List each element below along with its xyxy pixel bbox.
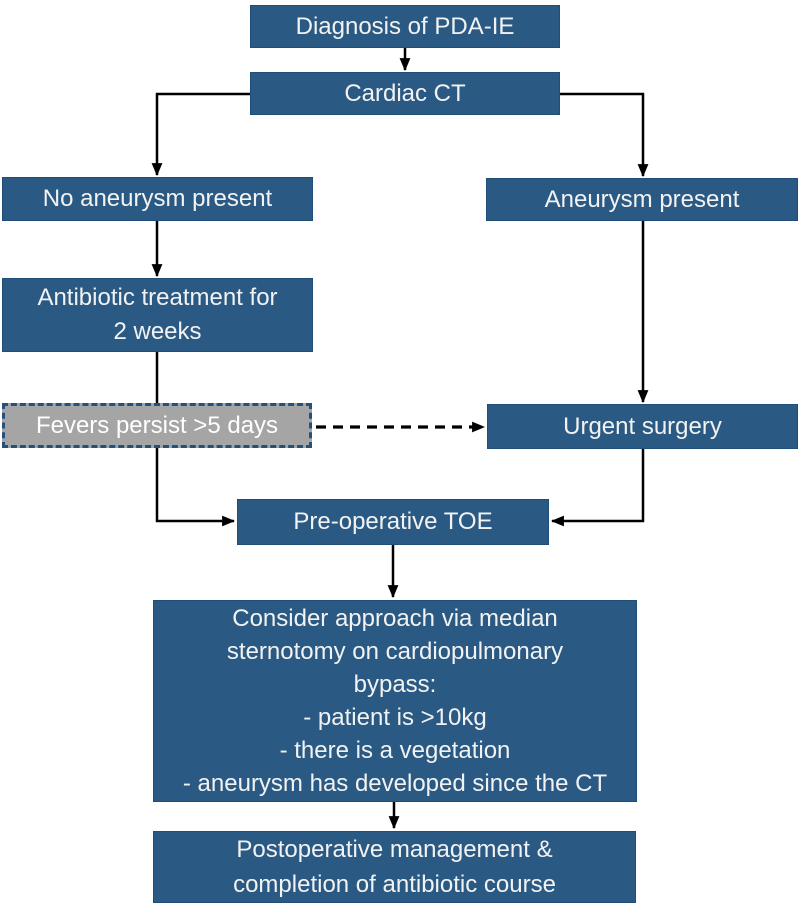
node-consider-line-2: sternotomy on cardiopulmonary — [226, 638, 564, 665]
node-postop-line-1: Postoperative management & — [236, 836, 553, 863]
node-no-aneurysm-present: No aneurysm present — [2, 177, 313, 221]
node-consider-approach: Consider approach via median sternotomy … — [153, 600, 637, 802]
node-urgent-surgery: Urgent surgery — [487, 404, 798, 449]
node-postop-line-2: completion of antibiotic course — [233, 871, 556, 898]
node-cardiac-ct: Cardiac CT — [250, 72, 560, 115]
node-consider-line-3: bypass: — [353, 671, 437, 698]
node-consider-line-5: - there is a vegetation — [279, 737, 511, 764]
node-diagnosis-label: Diagnosis of PDA-IE — [295, 12, 515, 40]
node-diagnosis: Diagnosis of PDA-IE — [250, 5, 560, 48]
node-fevers-persist: Fevers persist >5 days — [2, 403, 312, 448]
node-consider-line-1: Consider approach via median — [232, 605, 558, 632]
node-preop-toe-label: Pre-operative TOE — [293, 508, 493, 536]
node-antibiotics-line-1: Antibiotic treatment for — [37, 284, 278, 311]
node-postoperative-management: Postoperative management & completion of… — [153, 831, 636, 903]
node-pre-operative-toe: Pre-operative TOE — [237, 499, 549, 545]
node-antibiotics-line-2: 2 weeks — [113, 318, 202, 345]
arrow-fevers-to-preop-toe — [155, 448, 236, 527]
arrow-cardiac-ct-to-aneurysm — [560, 92, 649, 178]
node-consider-line-4: - patient is >10kg — [303, 704, 487, 731]
node-aneurysm-label: Aneurysm present — [544, 185, 740, 213]
arrow-urgent-surgery-to-preop-toe — [550, 449, 645, 527]
node-no-aneurysm-label: No aneurysm present — [42, 185, 273, 213]
arrow-cardiac-ct-to-no-aneurysm — [151, 92, 250, 177]
node-consider-line-6: - aneurysm has developed since the CT — [182, 770, 608, 797]
node-aneurysm-present: Aneurysm present — [486, 178, 798, 221]
node-cardiac-ct-label: Cardiac CT — [344, 79, 466, 107]
node-urgent-surgery-label: Urgent surgery — [563, 412, 722, 440]
node-antibiotic-treatment: Antibiotic treatment for 2 weeks — [2, 278, 313, 352]
node-fevers-label: Fevers persist >5 days — [35, 411, 279, 439]
